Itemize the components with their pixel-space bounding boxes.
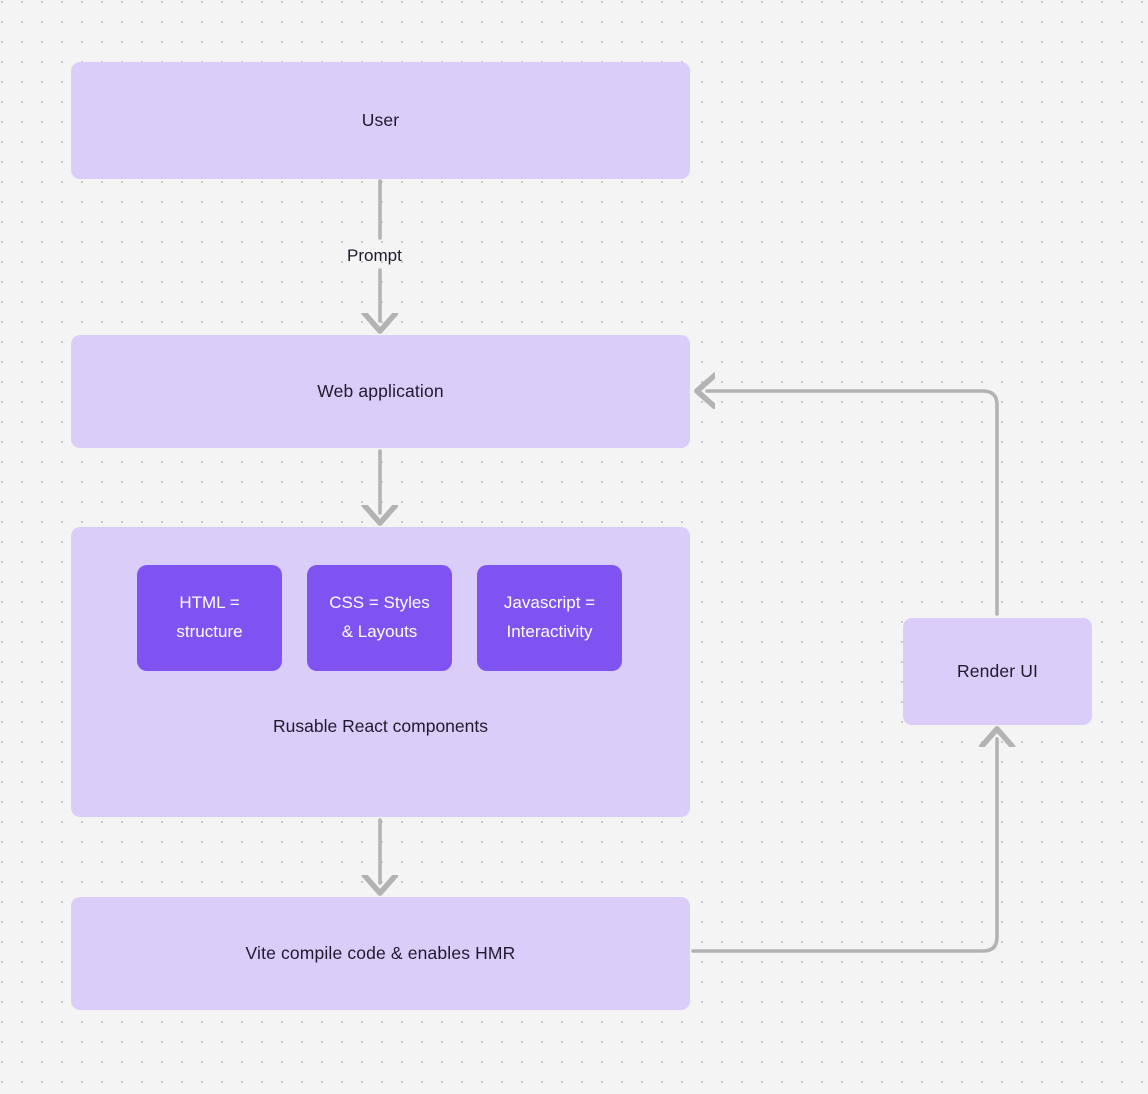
node-css-label: CSS = Styles & Layouts: [329, 593, 430, 641]
react-components-caption: Rusable React components: [273, 716, 488, 736]
node-javascript-label: Javascript = Interactivity: [503, 593, 596, 641]
node-render-ui-label: Render UI: [956, 661, 1039, 682]
node-user[interactable]: User: [71, 62, 690, 179]
node-vite-label: Vite compile code & enables HMR: [245, 943, 516, 964]
node-html-label: HTML = structure: [176, 593, 243, 641]
edge-label-prompt: Prompt: [347, 246, 402, 265]
node-web-application-label: Web application: [317, 381, 444, 402]
edge-render-to-webapp: [707, 391, 999, 616]
node-css[interactable]: CSS = Styles & Layouts: [307, 565, 452, 671]
node-user-label: User: [361, 110, 400, 131]
node-html[interactable]: HTML = structure: [137, 565, 282, 671]
node-render-ui[interactable]: Render UI: [903, 618, 1092, 725]
node-javascript[interactable]: Javascript = Interactivity: [477, 565, 622, 671]
node-web-application[interactable]: Web application: [71, 335, 690, 448]
edge-vite-to-render: [691, 739, 997, 953]
node-vite[interactable]: Vite compile code & enables HMR: [71, 897, 690, 1010]
